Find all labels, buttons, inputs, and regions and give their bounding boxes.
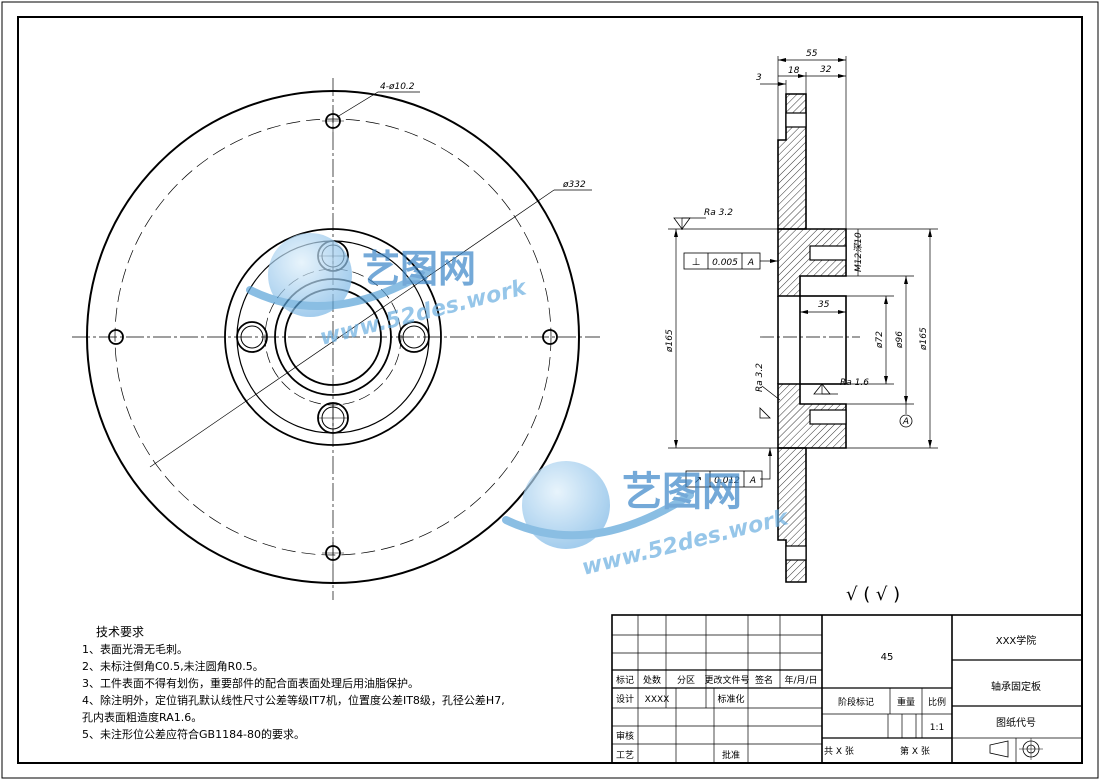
dim-bore-depth: 35 bbox=[818, 300, 830, 310]
outer-diameter-label: ø332 bbox=[562, 180, 586, 190]
dim-offset: 3 bbox=[756, 73, 762, 83]
dim-register-diameter: ø96 bbox=[895, 331, 905, 349]
material-value: 45 bbox=[881, 652, 894, 663]
designer-name: XXXX bbox=[645, 695, 670, 705]
perpendicularity-value: 0.005 bbox=[712, 258, 738, 268]
sheet-number: 第 X 张 bbox=[900, 745, 930, 757]
standard-label: 标准化 bbox=[717, 693, 744, 705]
check-label: 审核 bbox=[616, 730, 634, 742]
header-change-doc: 更改文件号 bbox=[704, 674, 749, 686]
weight-label: 重量 bbox=[897, 696, 915, 708]
datum-label: A bbox=[902, 417, 909, 427]
roughness-bore: Ra 1.6 bbox=[840, 378, 869, 388]
perpendicularity-datum: A bbox=[747, 258, 754, 268]
hole-leader bbox=[336, 91, 420, 118]
scale-value: 1:1 bbox=[930, 723, 944, 733]
watermark-globe bbox=[522, 461, 610, 549]
roughness-top: Ra 3.2 bbox=[704, 208, 733, 218]
runout-frame bbox=[685, 470, 763, 488]
dim-bore-diameter: ø72 bbox=[875, 331, 885, 349]
watermark-brand: 艺图网 bbox=[362, 247, 476, 291]
watermark-globe bbox=[268, 233, 352, 317]
drawing-frame bbox=[17, 16, 1083, 764]
tech-note-line: 3、工件表面不得有划伤，重要部件的配合面表面处理后用油脂保护。 bbox=[82, 677, 419, 690]
surface-finish-mark: √ ( √ ) bbox=[846, 584, 900, 605]
approve-label: 批准 bbox=[722, 749, 740, 761]
part-name: 轴承固定板 bbox=[991, 680, 1041, 693]
runout-value: 0.012 bbox=[714, 476, 740, 486]
perpendicularity-symbol: ⊥ bbox=[692, 257, 701, 268]
hole-callout: 4-ø10.2 bbox=[380, 82, 415, 92]
tech-notes-title: 技术要求 bbox=[96, 625, 145, 639]
stage-label: 阶段标记 bbox=[838, 696, 874, 708]
design-label: 设计 bbox=[616, 693, 634, 705]
runout-datum: A bbox=[749, 476, 756, 486]
dim-hub: 32 bbox=[820, 65, 832, 75]
tech-note-line: 孔内表面粗造度RA1.6。 bbox=[82, 711, 203, 724]
tech-note-line: 2、未标注倒角C0.5,未注圆角R0.5。 bbox=[82, 660, 264, 673]
drawing-number-label: 图纸代号 bbox=[996, 716, 1036, 729]
header-signature: 签名 bbox=[755, 674, 773, 686]
header-count: 处数 bbox=[643, 674, 661, 686]
school-name: XXX学院 bbox=[996, 634, 1037, 647]
tech-note-line: 1、表面光滑无毛刺。 bbox=[82, 643, 188, 656]
hub-outer bbox=[224, 228, 442, 446]
dim-total-width: 55 bbox=[806, 49, 818, 59]
datum-circle bbox=[899, 414, 913, 428]
watermark-brand: 艺图网 bbox=[622, 469, 742, 515]
watermark-1: 艺图网 www.52des.work bbox=[246, 233, 530, 351]
tech-note-line: 5、未注形位公差应符合GB1184-80的要求。 bbox=[82, 728, 306, 741]
runout-symbol: ↗ bbox=[694, 475, 702, 486]
diameter-leader bbox=[149, 189, 555, 468]
header-mark: 标记 bbox=[616, 674, 634, 686]
technical-requirements: 技术要求 1、表面光滑无毛刺。 2、未标注倒角C0.5,未注圆角R0.5。 3、… bbox=[82, 624, 602, 743]
header-date: 年/月/日 bbox=[784, 674, 817, 686]
tech-note-line: 4、除注明外，定位销孔默认线性尺寸公差等级IT7机，位置度公差IT8级，孔径公差… bbox=[82, 694, 505, 707]
perpendicularity-frame bbox=[683, 252, 761, 270]
sheet-total: 共 X 张 bbox=[824, 746, 854, 757]
dim-right-diameter: ø165 bbox=[919, 327, 929, 351]
dim-left-diameter: ø165 bbox=[665, 329, 675, 353]
scale-label: 比例 bbox=[928, 696, 946, 708]
process-label: 工艺 bbox=[616, 750, 634, 761]
outer-edge bbox=[86, 90, 580, 584]
dim-thread: M12深10 bbox=[853, 232, 864, 272]
roughness-left: Ra 3.2 bbox=[755, 363, 765, 392]
title-block bbox=[611, 614, 1083, 764]
dim-flange: 18 bbox=[788, 66, 800, 76]
header-zone: 分区 bbox=[677, 675, 695, 686]
watermark-url: www.52des.work bbox=[579, 505, 792, 581]
